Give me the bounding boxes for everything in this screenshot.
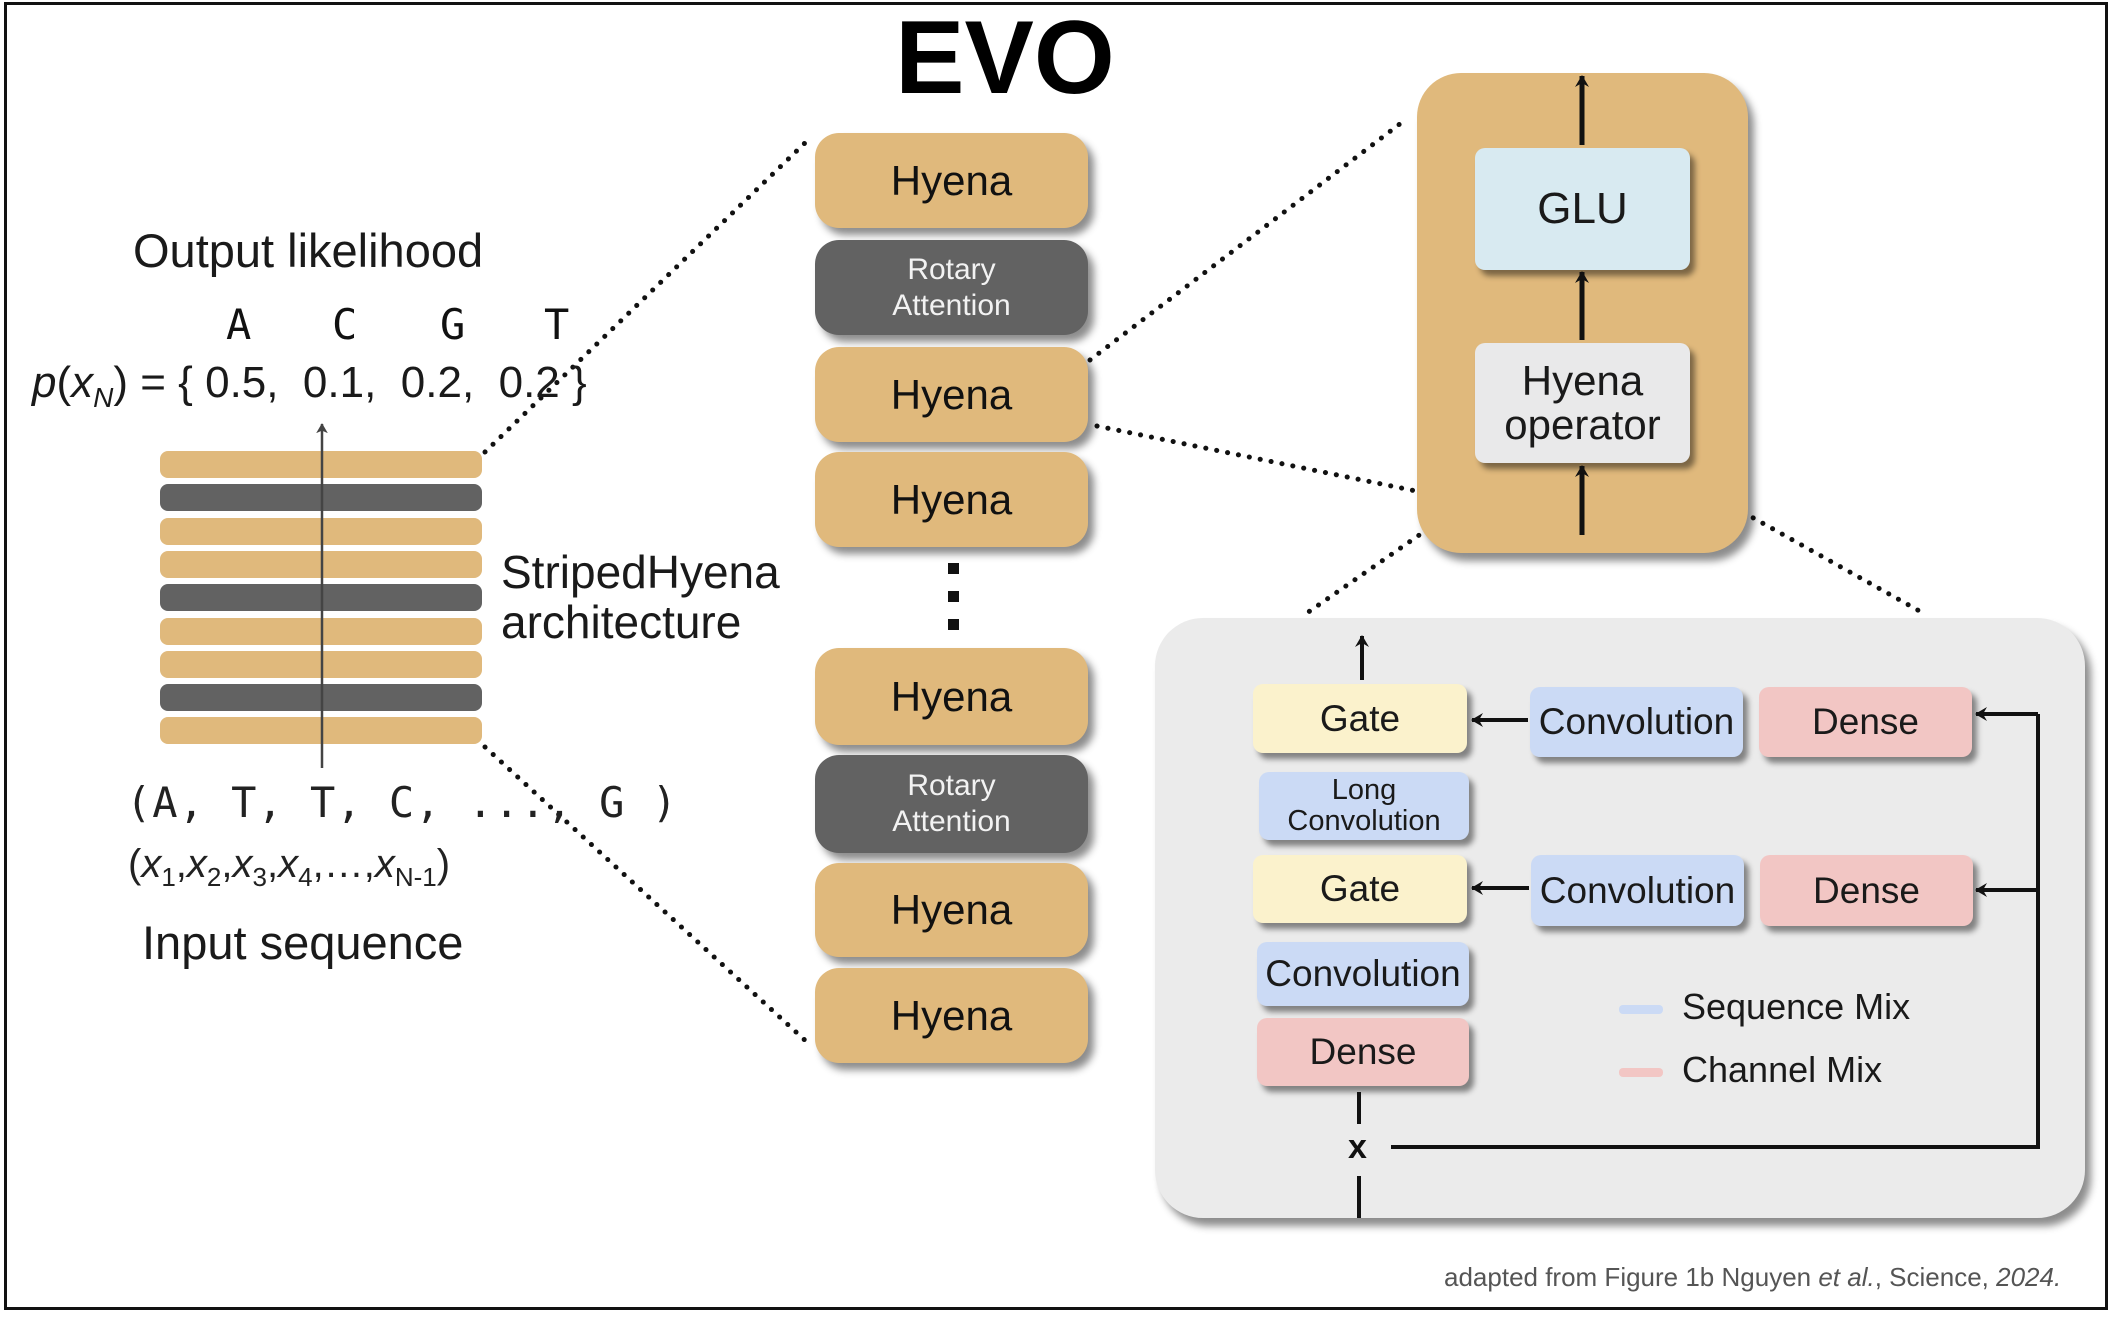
dense-box: Dense [1257,1018,1469,1086]
skip-wire [1391,714,2040,1149]
var-x2-sub: 2 [206,862,222,892]
block-label-line1: Rotary [907,769,996,802]
var-x2: x [186,842,207,886]
legend-swatch-channel-mix [1619,1068,1663,1077]
hyena-block: Hyena [815,452,1088,547]
hyena-block: Hyena [815,863,1088,957]
hyena-block: Hyena [815,347,1088,442]
caption-pre: adapted from Figure 1b Nguyen [1444,1262,1819,1292]
hyena-block: Hyena [815,133,1088,228]
input-sequence-label: Input sequence [142,916,464,969]
base-t: T [544,300,570,349]
row2-convolution-box: Convolution [1531,855,1744,926]
stack-ellipsis [948,563,959,630]
zoom-line-stack-bottom [482,744,811,1046]
arch-label-line2: architecture [501,596,742,648]
legend-label-sequence-mix: Sequence Mix [1682,986,1911,1027]
block-label: Hyena [890,991,1013,1039]
vars-open: ( [128,842,142,886]
var-x1: x [141,842,162,886]
input-tokens: (A, T, T, C, ..., G ) [126,778,679,827]
zoom-line-block-top [1087,117,1408,363]
legend-swatch-sequence-mix [1619,1005,1663,1014]
var-xn: x [374,842,395,886]
input-variables: (x1,x2,x3,x4,…,xN-1) [128,842,451,892]
var-xn-sub: N-1 [394,862,437,892]
var-x4: x [278,842,299,886]
caption-mid: , Science, [1874,1262,1997,1292]
hyena-operator-box: Hyena operator [1475,343,1690,463]
operator-line2: operator [1504,401,1661,448]
var-x1-sub: 1 [161,862,176,892]
block-label: Hyena [890,886,1013,933]
block-label: Hyena [890,672,1013,720]
block-label: Hyena [890,156,1013,204]
gate-box-1: Gate [1253,684,1467,753]
prob-p: p [32,358,57,407]
input-x-symbol: x [1348,1128,1367,1166]
prob-sub: N [93,381,114,413]
output-likelihood-label: Output likelihood [133,224,484,277]
probability-expression: p(xN) = { 0.5, 0.1, 0.2, 0.2 } [32,358,587,413]
var-x3-sub: 3 [252,862,267,892]
zoom-line-block-bottom [1094,423,1419,494]
source-caption: adapted from Figure 1b Nguyen et al., Sc… [1444,1262,2061,1293]
hyena-block: Hyena [815,968,1088,1063]
block-label: Hyena [890,370,1013,418]
caption-year: 2024. [1996,1262,2062,1292]
base-g: G [440,300,466,349]
gate-box-2: Gate [1253,855,1467,923]
block-label-line2: Attention [892,288,1011,322]
long-conv-line1: Long [1331,774,1397,806]
block-label-line1: Rotary [907,252,996,286]
hyena-block: Hyena [815,648,1088,745]
vars-close: ) [436,842,451,886]
figure-frame [4,2,2108,1310]
block-label: Hyena [890,475,1013,523]
caption-etal: et al. [1818,1262,1875,1292]
long-conv-line2: Convolution [1287,805,1441,837]
base-a: A [226,300,252,349]
arch-label-line1: StripedHyena [501,546,780,598]
figure-title: EVO [895,0,1115,116]
row1-convolution-box: Convolution [1530,687,1743,757]
zoom-line-stack-top [482,137,811,455]
var-x4-sub: 4 [298,862,313,892]
base-c: C [332,300,358,349]
prob-x: x [71,358,94,407]
vars-ellipsis: … [323,842,364,886]
operator-line1: Hyena [1521,357,1644,404]
glu-box: GLU [1475,148,1690,270]
zoom-line-operator-left [1304,469,1513,616]
row1-dense-box: Dense [1759,687,1972,757]
long-convolution-box: Long Convolution [1259,772,1469,840]
convolution-box: Convolution [1257,942,1469,1006]
prob-values: ) = { 0.5, 0.1, 0.2, 0.2 } [113,358,587,407]
var-x3: x [232,842,253,886]
row2-dense-box: Dense [1760,855,1973,926]
block-label-line2: Attention [892,805,1011,838]
zoom-line-operator-right [1663,466,1926,616]
legend-label-channel-mix: Channel Mix [1682,1049,1883,1090]
